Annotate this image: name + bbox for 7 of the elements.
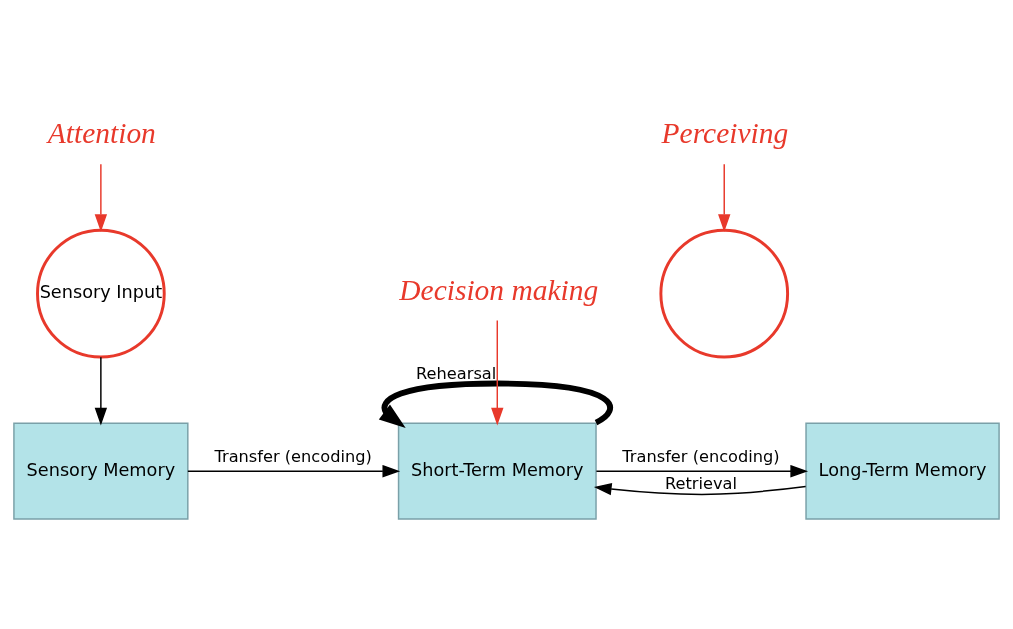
edge-label: Retrieval: [665, 473, 738, 493]
node-text: Attention: [47, 116, 156, 149]
edge-label: Rehearsal: [416, 363, 497, 383]
node-text: Perceiving: [661, 116, 789, 149]
node-text: Decision making: [399, 273, 599, 306]
edge-label: Transfer (encoding): [214, 446, 372, 466]
edge-label: Transfer (encoding): [622, 446, 780, 466]
